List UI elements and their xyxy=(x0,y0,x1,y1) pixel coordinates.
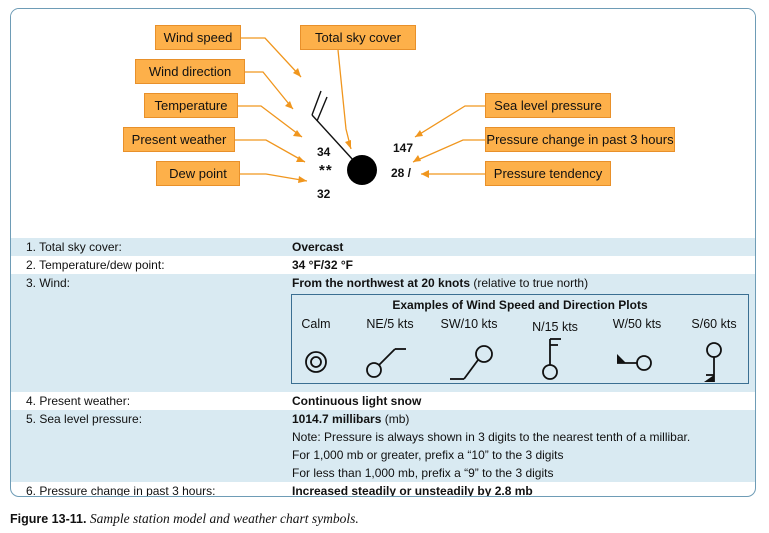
leader-temperature xyxy=(237,105,303,138)
wind-ne-5kts-icon xyxy=(366,348,406,378)
callout-dew-point: Dew point xyxy=(156,161,240,186)
arrowhead xyxy=(293,130,302,137)
pressure-value-bold: 1014.7 millibars xyxy=(292,412,382,426)
arrowhead xyxy=(293,68,301,77)
table-row-sea-level-pressure: 5. Sea level pressure: 1014.7 millibars … xyxy=(11,410,755,482)
arrowhead xyxy=(421,170,429,178)
callout-sea-level-pressure: Sea level pressure xyxy=(485,93,611,118)
wind-value-bold: From the northwest at 20 knots xyxy=(292,276,471,290)
row-value: 34 °F/32 °F xyxy=(292,258,353,272)
leader-sea-level-pressure xyxy=(414,105,485,138)
wind-examples-symbols xyxy=(305,338,722,382)
row-label: 4. Present weather: xyxy=(26,394,131,408)
pennant-icon xyxy=(704,375,714,382)
example-label-s60: S/60 kts xyxy=(691,317,737,331)
leader-lines xyxy=(234,37,485,185)
arrowhead xyxy=(415,130,423,137)
figure-caption-text: Sample station model and weather chart s… xyxy=(89,511,359,526)
pressure-note: For 1,000 mb or greater, prefix a “10” t… xyxy=(292,448,564,462)
example-label-calm: Calm xyxy=(301,317,331,331)
callout-pressure-change: Pressure change in past 3 hours xyxy=(485,127,675,152)
row-label: 1. Total sky cover: xyxy=(26,240,122,254)
plot-temperature: 34 xyxy=(317,145,331,159)
pressure-value-unit: (mb) xyxy=(381,412,410,426)
leader-pressure-change xyxy=(412,139,485,163)
plot-sea-level-pressure: 147 xyxy=(393,141,414,155)
station-model-diagram: Wind speed Total sky cover Wind directio… xyxy=(11,9,755,237)
arrowhead xyxy=(413,155,421,162)
pressure-note: Note: Pressure is always shown in 3 digi… xyxy=(292,430,691,444)
pennant-icon xyxy=(617,354,626,363)
arrowhead xyxy=(296,156,305,162)
plot-pressure-change: 28 / xyxy=(391,166,412,180)
row-label: 6. Pressure change in past 3 hours: xyxy=(26,484,216,497)
table-row-temp-dew: 2. Temperature/dew point: 34 °F/32 °F xyxy=(11,256,755,274)
row-label: 3. Wind: xyxy=(26,276,71,290)
wind-sw-10kts-icon xyxy=(450,345,493,380)
row-value: From the northwest at 20 knots (relative… xyxy=(292,276,588,290)
row-label: 5. Sea level pressure: xyxy=(26,412,143,426)
arrowhead xyxy=(285,101,293,109)
callout-wind-speed: Wind speed xyxy=(155,25,241,50)
wind-n-15kts-icon xyxy=(542,338,561,380)
plot-dew-point: 32 xyxy=(317,187,331,201)
row-value: 1014.7 millibars (mb) xyxy=(292,412,409,426)
example-label-ne5: NE/5 kts xyxy=(366,317,414,331)
sky-cover-overcast-icon xyxy=(347,155,377,185)
table-row-pressure-change: 6. Pressure change in past 3 hours: Incr… xyxy=(11,482,755,497)
row-value: Overcast xyxy=(292,240,344,254)
row-label: 2. Temperature/dew point: xyxy=(26,258,165,272)
callout-total-sky-cover: Total sky cover xyxy=(300,25,416,50)
figure-frame: Wind speed Total sky cover Wind directio… xyxy=(10,8,756,497)
row-value: Increased steadily or unsteadily by 2.8 … xyxy=(292,484,533,497)
leader-present-weather xyxy=(234,139,306,163)
arrowhead xyxy=(345,140,351,149)
example-label-sw10: SW/10 kts xyxy=(440,317,498,331)
leader-dew-point xyxy=(239,173,308,182)
callout-present-weather: Present weather xyxy=(123,127,235,152)
plot-present-weather: ** xyxy=(319,162,333,179)
wind-value-note: (relative to true north) xyxy=(470,276,589,290)
table-row-present-weather: 4. Present weather: Continuous light sno… xyxy=(11,392,755,410)
wind-examples-title: Examples of Wind Speed and Direction Plo… xyxy=(392,298,648,312)
calm-symbol-icon xyxy=(305,351,327,373)
figure-caption: Figure 13-11. Sample station model and w… xyxy=(10,511,359,527)
callout-wind-direction: Wind direction xyxy=(135,59,245,84)
wind-barb-icon xyxy=(311,90,355,162)
callout-temperature: Temperature xyxy=(144,93,238,118)
leader-wind-speed xyxy=(239,37,302,78)
figure-number: Figure 13-11. xyxy=(10,512,87,526)
table-row-sky-cover: 1. Total sky cover: Overcast xyxy=(11,238,755,256)
pressure-note: For less than 1,000 mb, prefix a “9” to … xyxy=(292,466,554,480)
leader-total-sky-cover xyxy=(337,49,352,150)
callout-pressure-tendency: Pressure tendency xyxy=(485,161,611,186)
example-label-n15: N/15 kts xyxy=(532,320,578,334)
wind-examples-box: Examples of Wind Speed and Direction Plo… xyxy=(291,294,749,384)
arrowhead xyxy=(298,176,307,183)
row-value: Continuous light snow xyxy=(292,394,422,408)
example-label-w50: W/50 kts xyxy=(612,317,662,331)
leader-wind-direction xyxy=(236,71,294,110)
